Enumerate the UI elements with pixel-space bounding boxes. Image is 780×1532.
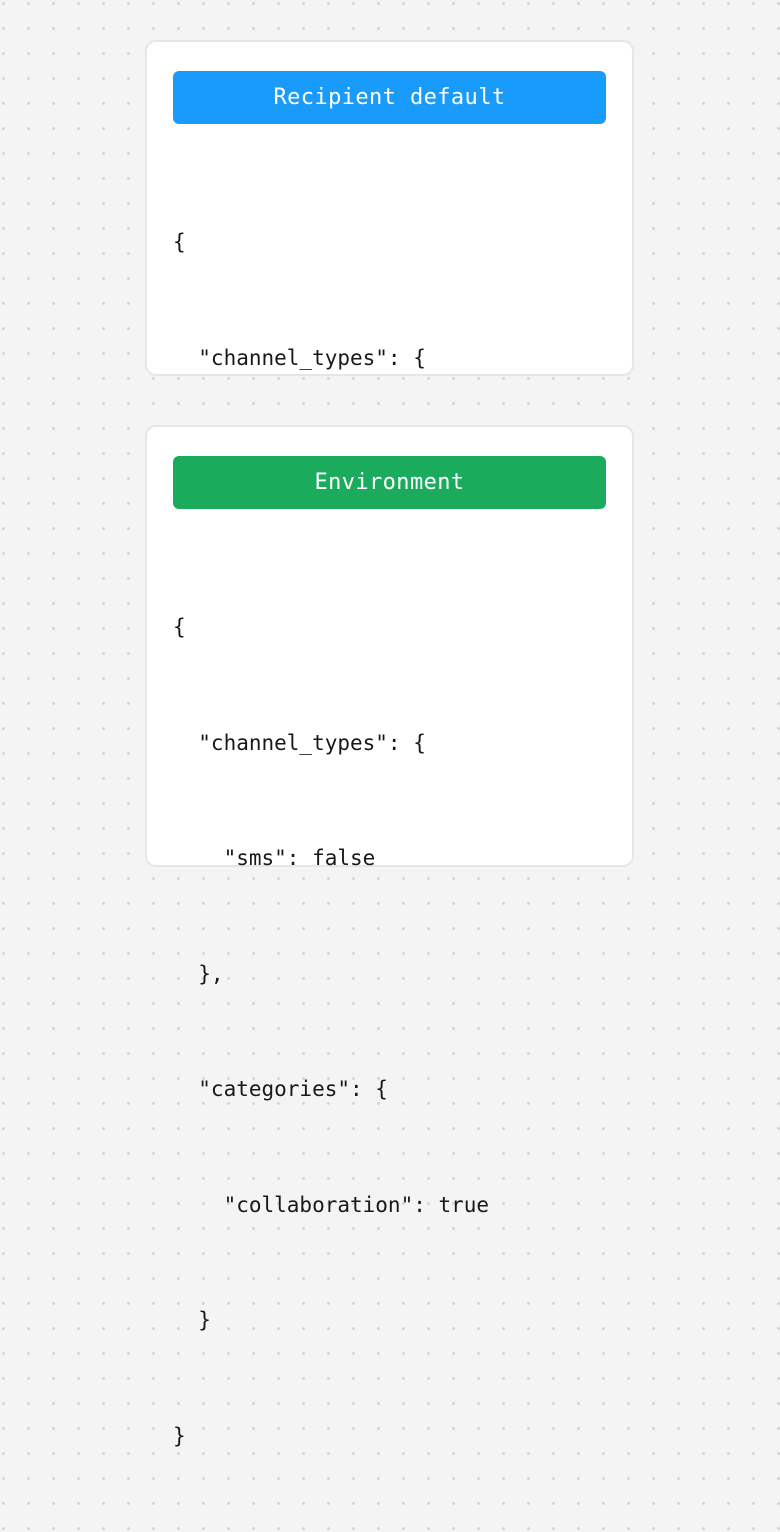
environment-card: Environment { "channel_types": { "sms": … bbox=[145, 425, 634, 1448]
code-line: "sms": false bbox=[173, 846, 376, 870]
code-line: "channel_types": { bbox=[173, 730, 426, 755]
recipient-default-card: Recipient default { "channel_types": { "… bbox=[145, 40, 634, 716]
environment-badge[interactable]: Environment bbox=[173, 456, 606, 509]
code-line: "categories": { bbox=[173, 1077, 388, 1101]
canvas: Recipient default { "channel_types": { "… bbox=[145, 40, 634, 1448]
code-line: "channel_types": { bbox=[173, 345, 426, 370]
recipient-default-badge-label: Recipient default bbox=[273, 84, 506, 110]
environment-code-block: { "channel_types": { "sms": false }, "ca… bbox=[173, 531, 606, 1532]
environment-badge-label: Environment bbox=[314, 469, 465, 495]
recipient-default-badge[interactable]: Recipient default bbox=[173, 71, 606, 124]
code-line: } bbox=[173, 1423, 186, 1448]
code-line: { bbox=[173, 615, 186, 639]
code-line: { bbox=[173, 230, 186, 254]
code-line: "collaboration": true bbox=[173, 1192, 490, 1217]
code-line: }, bbox=[173, 961, 224, 986]
code-line: } bbox=[173, 1308, 211, 1332]
